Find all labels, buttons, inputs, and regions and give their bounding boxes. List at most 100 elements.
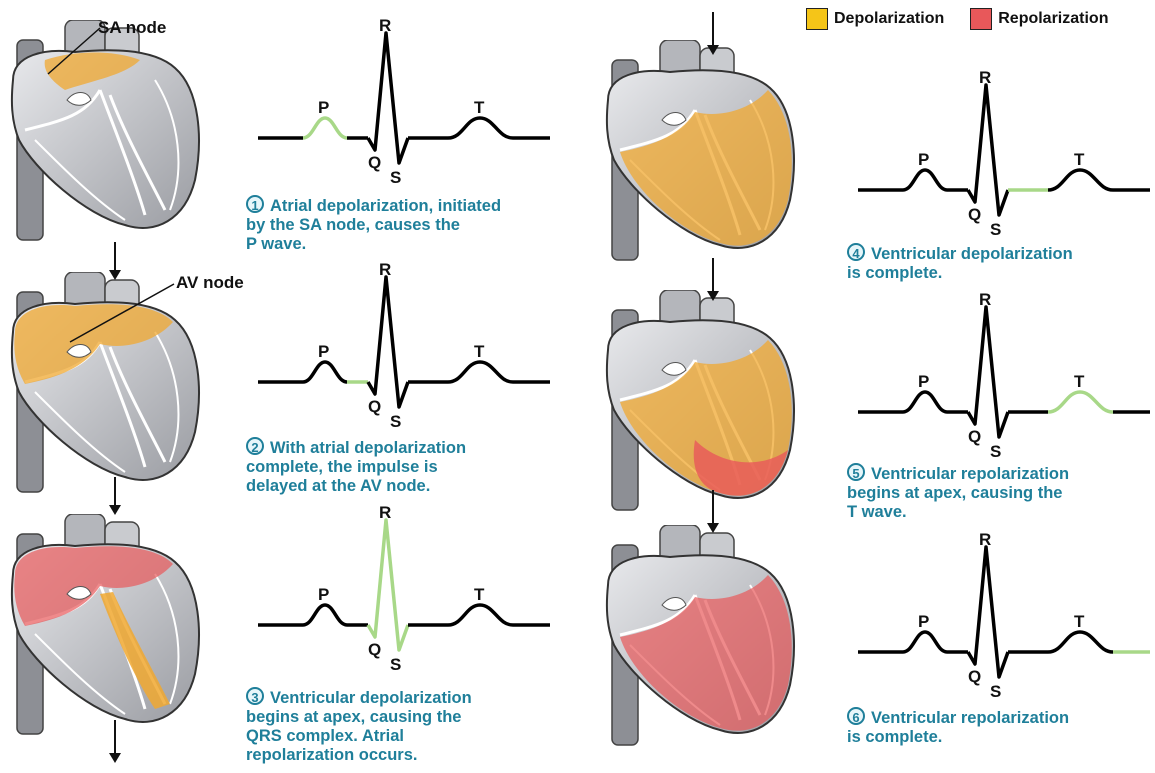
caption-line: repolarization occurs.: [246, 746, 472, 765]
caption-line: by the SA node, causes the: [246, 216, 501, 235]
ecg-segment-p: [303, 605, 347, 625]
repolarization-legend-label: Repolarization: [998, 10, 1108, 28]
wave-label-t: T: [474, 342, 484, 362]
wave-label-q: Q: [968, 667, 981, 687]
caption-line: Ventricular repolarization: [871, 465, 1069, 483]
caption-line: T wave.: [847, 503, 1069, 522]
depolarization-legend-label: Depolarization: [834, 10, 944, 28]
caption-line: P wave.: [246, 235, 501, 254]
ecg-segment-t: [1048, 392, 1113, 412]
step-caption-6: 6 Ventricular repolarization is complete.: [847, 707, 1069, 747]
ecg-trace: [258, 18, 558, 193]
caption-line: Ventricular depolarization: [871, 245, 1073, 263]
wave-label-r: R: [979, 530, 991, 550]
wave-label-t: T: [1074, 150, 1084, 170]
ecg-segment-qrs: [968, 547, 1008, 677]
arrow-down-icon: [705, 490, 721, 535]
step-caption-1: 1 Atrial depolarization, initiated by the…: [246, 195, 501, 254]
step-caption-5: 5 Ventricular repolarization begins at ap…: [847, 463, 1069, 522]
ecg-segment-qrs: [368, 277, 408, 407]
caption-line: begins at apex, causing the: [847, 484, 1069, 503]
wave-label-q: Q: [368, 153, 381, 173]
step-number-2: 2: [246, 437, 264, 455]
caption-line: Atrial depolarization, initiated: [270, 197, 501, 215]
wave-label-r: R: [379, 503, 391, 523]
wave-label-p: P: [918, 612, 929, 632]
wave-label-s: S: [990, 682, 1001, 702]
arrow-down-icon: [107, 720, 123, 765]
caption-line: With atrial depolarization: [270, 439, 466, 457]
ecg-segment-qrs: [368, 33, 408, 163]
step-caption-3: 3 Ventricular depolarization begins at ap…: [246, 687, 472, 765]
wave-label-t: T: [1074, 372, 1084, 392]
heart-diagram-4: [600, 40, 810, 270]
repolarization-swatch: [970, 8, 992, 30]
wave-label-q: Q: [368, 640, 381, 660]
heart-diagram-5: [600, 290, 810, 520]
arrow-down-icon: [705, 12, 721, 57]
wave-label-s: S: [990, 220, 1001, 240]
ecg-segment-p: [903, 170, 947, 190]
step-number-5: 5: [847, 463, 865, 481]
caption-line: Ventricular depolarization: [270, 689, 472, 707]
ecg-segment-t: [448, 118, 513, 138]
av-node-pointer: [60, 280, 180, 350]
step-caption-4: 4 Ventricular depolarization is complete.: [847, 243, 1073, 283]
step-number-4: 4: [847, 243, 865, 261]
wave-label-r: R: [379, 16, 391, 36]
legend: Depolarization Repolarization: [806, 8, 1108, 30]
wave-label-r: R: [979, 68, 991, 88]
ecg-segment-p: [303, 118, 347, 138]
caption-line: complete, the impulse is: [246, 458, 466, 477]
wave-label-s: S: [390, 412, 401, 432]
ecg-segment-t: [1048, 632, 1113, 652]
wave-label-s: S: [990, 442, 1001, 462]
ecg-segment-qrs: [368, 520, 408, 650]
heart-diagram-1: [5, 20, 215, 250]
depolarization-swatch: [806, 8, 828, 30]
step-number-6: 6: [847, 707, 865, 725]
caption-line: Ventricular repolarization: [871, 709, 1069, 727]
ecg-segment-t: [448, 605, 513, 625]
wave-label-p: P: [318, 585, 329, 605]
ecg-segment-p: [903, 392, 947, 412]
arrow-down-icon: [705, 258, 721, 303]
ecg-segment-t: [448, 362, 513, 382]
ecg-segment-t: [1048, 170, 1113, 190]
ecg-trace: [858, 292, 1155, 467]
heart-diagram-3: [5, 514, 215, 744]
step-number-3: 3: [246, 687, 264, 705]
wave-label-t: T: [1074, 612, 1084, 632]
wave-label-s: S: [390, 168, 401, 188]
wave-label-q: Q: [968, 427, 981, 447]
wave-label-p: P: [918, 372, 929, 392]
caption-line: begins at apex, causing the: [246, 708, 472, 727]
ecg-segment-p: [903, 632, 947, 652]
caption-line: delayed at the AV node.: [246, 477, 466, 496]
wave-label-p: P: [318, 342, 329, 362]
caption-line: is complete.: [847, 264, 1073, 283]
caption-line: is complete.: [847, 728, 1069, 747]
ecg-trace: [858, 532, 1155, 707]
ecg-trace: [258, 262, 558, 437]
ecg-segment-p: [303, 362, 347, 382]
av-node-label: AV node: [176, 273, 244, 293]
wave-label-q: Q: [368, 397, 381, 417]
step-number-1: 1: [246, 195, 264, 213]
step-caption-2: 2 With atrial depolarization complete, th…: [246, 437, 466, 496]
wave-label-t: T: [474, 585, 484, 605]
arrow-down-icon: [107, 242, 123, 282]
ecg-segment-qrs: [968, 85, 1008, 215]
ecg-segment-qrs: [968, 307, 1008, 437]
wave-label-r: R: [379, 260, 391, 280]
sa-node-pointer: [40, 24, 110, 84]
heart-diagram-6: [600, 525, 810, 755]
wave-label-t: T: [474, 98, 484, 118]
wave-label-r: R: [979, 290, 991, 310]
wave-label-q: Q: [968, 205, 981, 225]
